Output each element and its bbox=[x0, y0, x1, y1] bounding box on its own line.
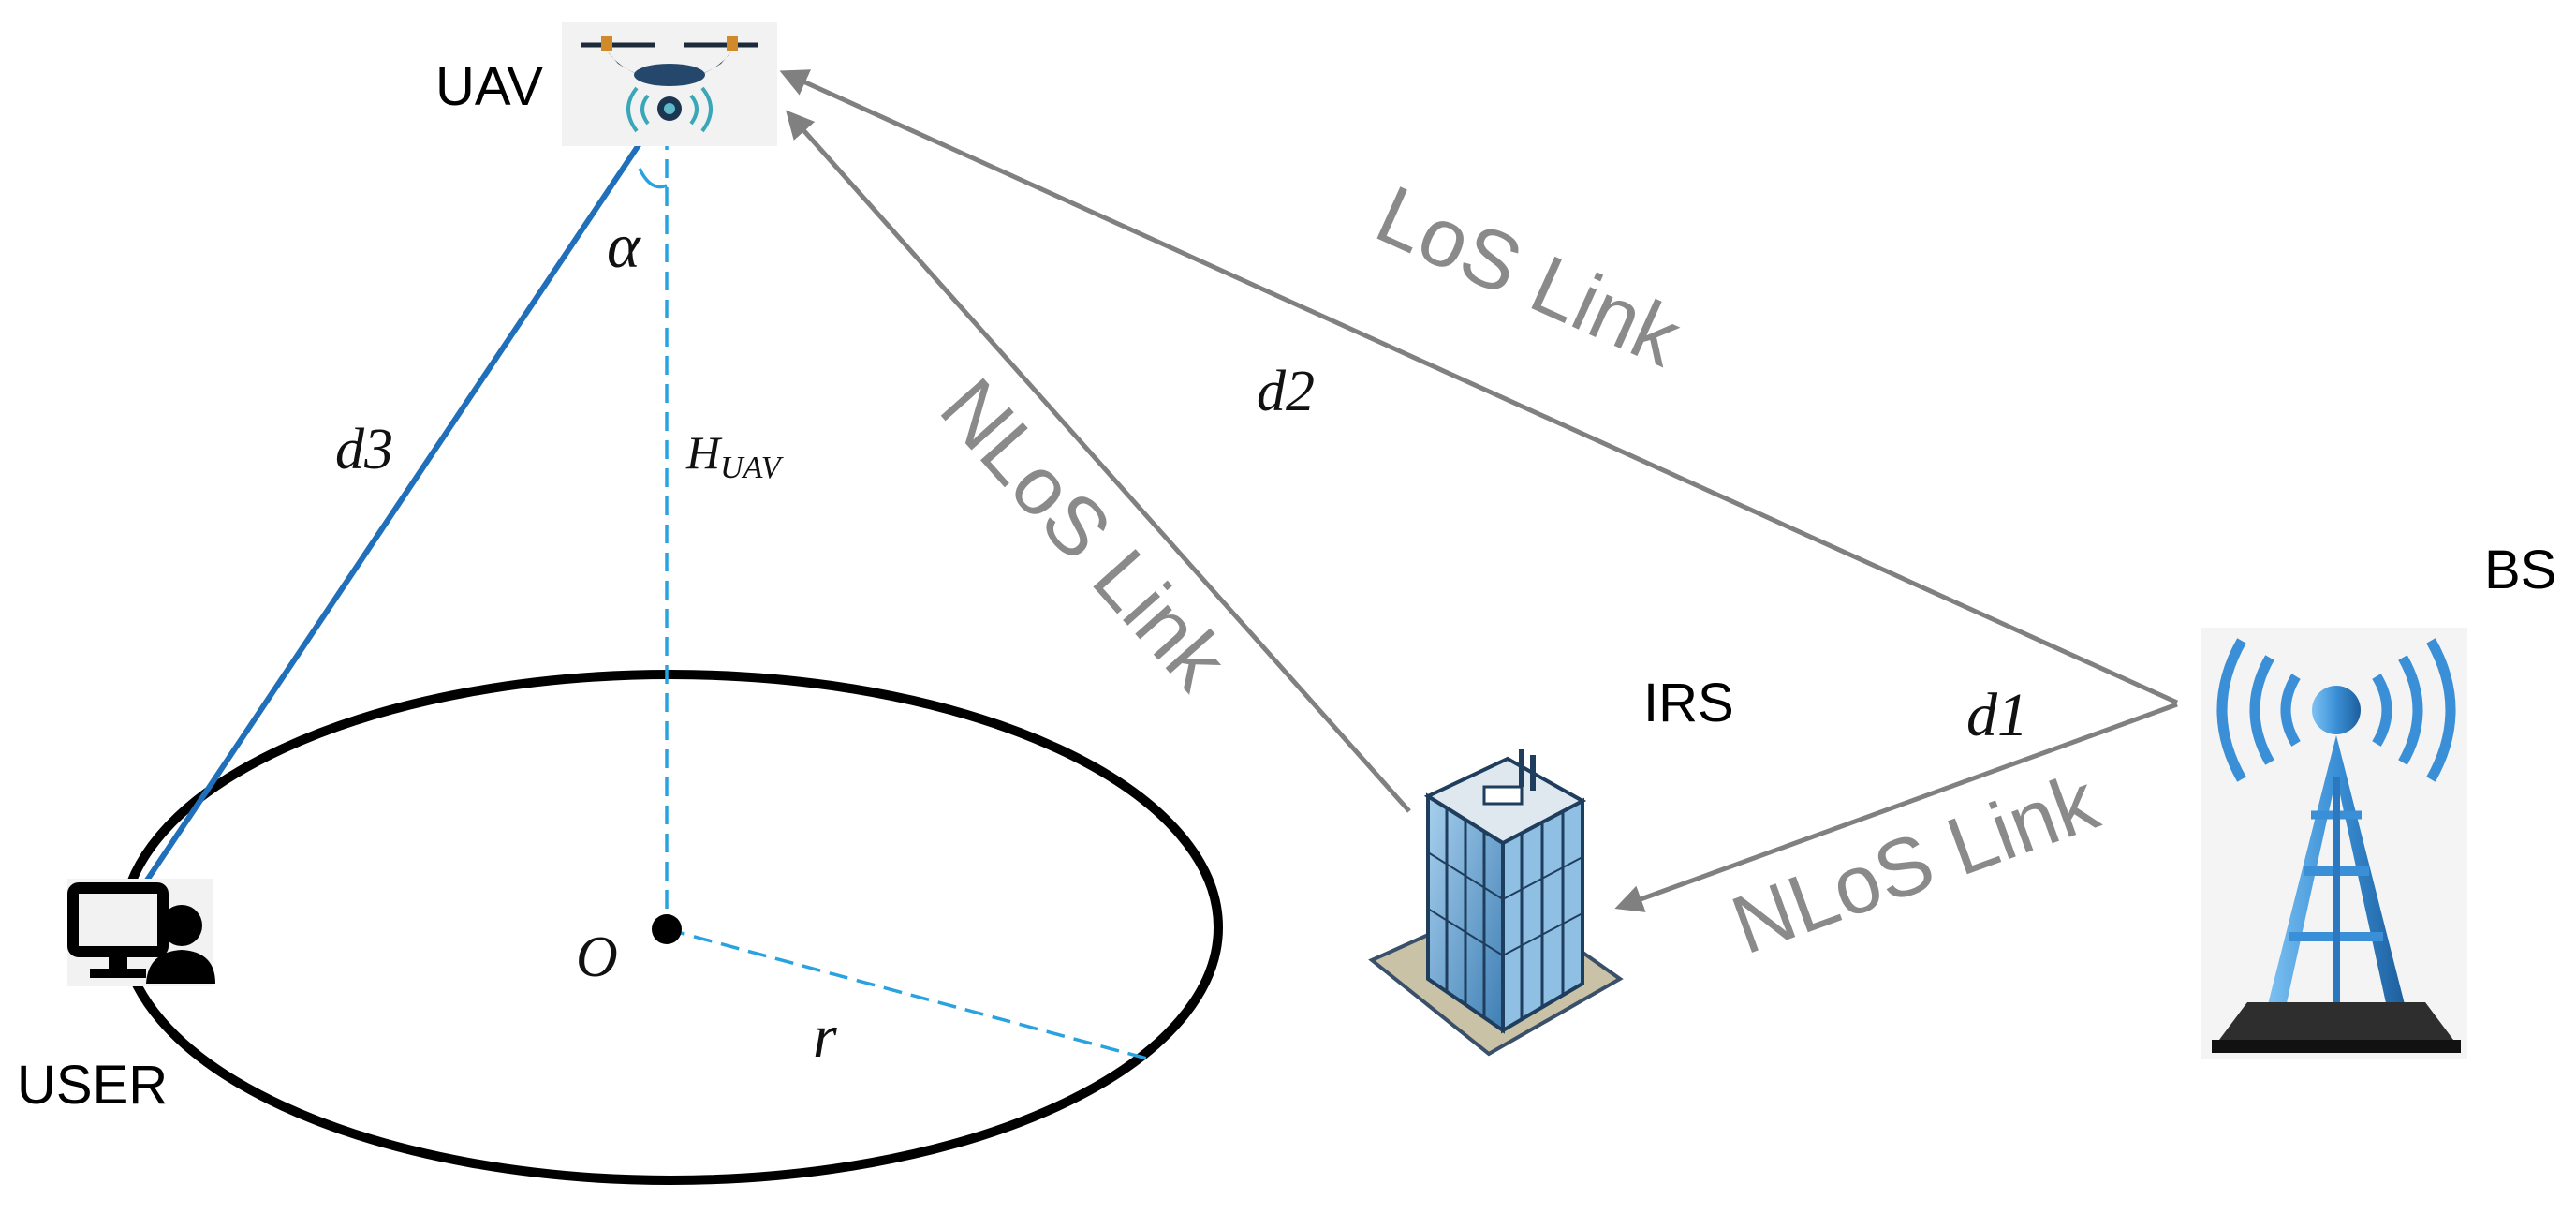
uav-label: UAV bbox=[435, 56, 543, 117]
origin-label: O bbox=[576, 925, 618, 989]
height-label: HUAV bbox=[685, 426, 785, 485]
irs-label: IRS bbox=[1643, 673, 1734, 733]
bs-label: BS bbox=[2484, 540, 2556, 600]
user-label: USER bbox=[17, 1055, 168, 1116]
nlos-link-irs-uav-label: NLoS Link bbox=[923, 361, 1246, 707]
d3-label: d3 bbox=[335, 418, 393, 481]
d1-label: d1 bbox=[1966, 681, 2028, 749]
radius-label: r bbox=[813, 1002, 837, 1071]
nlos-link-bs-irs-label: NLoS Link bbox=[1720, 754, 2110, 971]
cell-tower-icon bbox=[2201, 628, 2467, 1059]
uav-to-user-arrow bbox=[117, 101, 670, 924]
d2-label: d2 bbox=[1257, 360, 1315, 423]
alpha-angle-arc bbox=[638, 168, 668, 189]
height-label-main: H bbox=[685, 426, 723, 479]
height-label-sub: UAV bbox=[720, 451, 785, 485]
origin-point bbox=[652, 914, 682, 944]
alpha-label: α bbox=[607, 210, 641, 281]
los-link-label: LoS Link bbox=[1363, 168, 1695, 385]
irs-to-uav-nlos-arrow bbox=[786, 110, 1411, 813]
radius-dashed-line bbox=[666, 927, 1148, 1060]
building-icon bbox=[1368, 749, 1624, 1057]
bs-to-uav-los-arrow bbox=[779, 69, 2179, 705]
bs-to-irs-nlos-arrow bbox=[1614, 702, 2178, 912]
drone-icon bbox=[562, 22, 777, 146]
computer-user-icon bbox=[67, 879, 215, 986]
